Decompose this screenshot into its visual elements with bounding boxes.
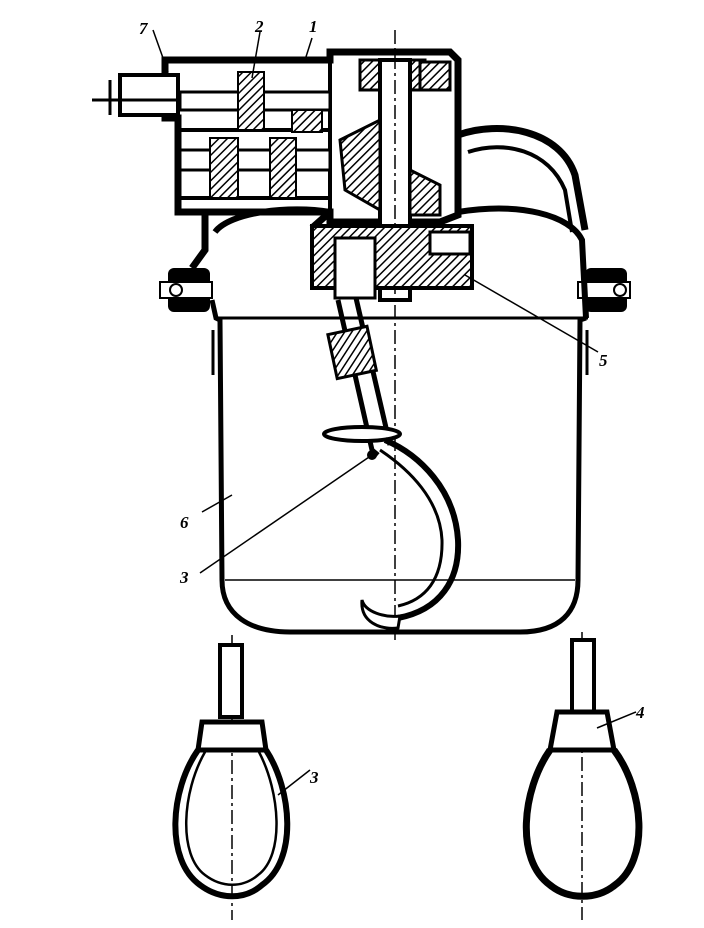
callout-2: 2: [254, 17, 264, 36]
callout-1: 1: [309, 17, 318, 36]
hook-attachment-4: [522, 632, 643, 920]
callout-7: 7: [139, 19, 149, 38]
callout-6: 6: [180, 513, 189, 532]
callout-3-top: 3: [179, 568, 189, 587]
callout-5: 5: [599, 351, 608, 370]
mixing-hook-tool: [322, 297, 462, 630]
callout-4: 4: [635, 703, 645, 722]
bowl-clamp-left: [159, 268, 213, 312]
whisk-attachment-3: [172, 635, 291, 920]
mixing-bowl: [209, 205, 589, 635]
callout-3-bottom: 3: [309, 768, 319, 787]
gear-head-housing: [92, 30, 589, 640]
bowl-clamp-right: [577, 268, 631, 312]
callout-leaders: [152, 29, 637, 796]
